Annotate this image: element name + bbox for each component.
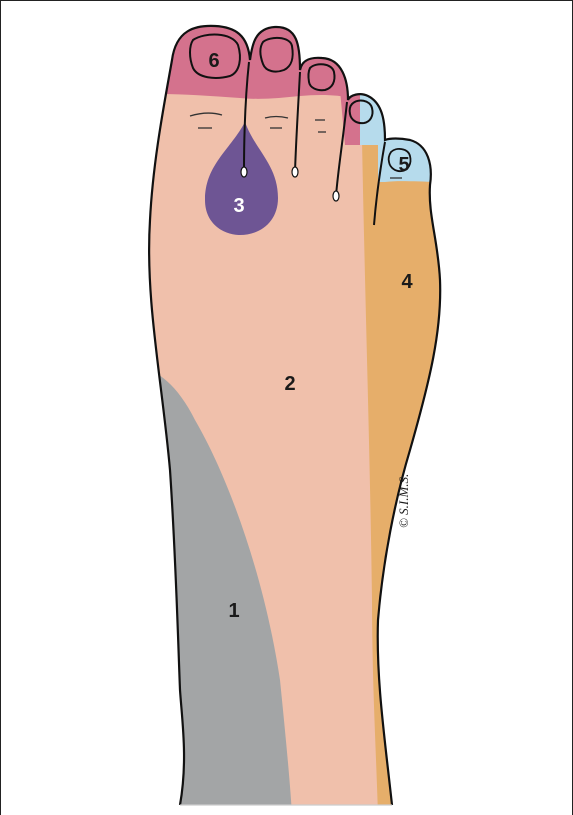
zone-label-4: 4: [401, 271, 413, 293]
zone-2-region: [100, 0, 500, 815]
zone-label-6: 6: [208, 50, 219, 72]
zone-6-region: [150, 0, 350, 99]
zone-label-5: 5: [398, 154, 409, 176]
copyright-credit: © S.I.M.S.: [396, 474, 411, 528]
cleft-3-4-web: [333, 191, 339, 201]
zone-label-1: 1: [228, 600, 239, 622]
zone-label-3: 3: [233, 195, 244, 217]
zone-label-2: 2: [284, 373, 295, 395]
cleft-2-3-web: [292, 167, 298, 177]
cleft-1-2-web: [241, 167, 247, 177]
